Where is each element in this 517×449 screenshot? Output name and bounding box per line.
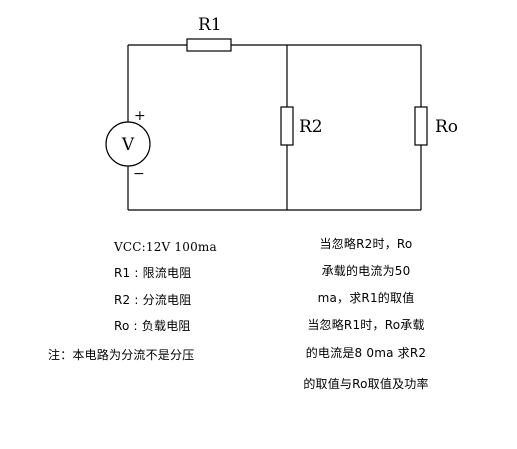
question-line: 当忽略R1时，Ro承载	[307, 318, 425, 332]
label-source: V	[121, 135, 135, 155]
spec-ro: Ro : 负载电阻	[114, 319, 191, 333]
note: 注：本电路为分流不是分压	[48, 348, 195, 362]
polarity-minus: −	[133, 166, 145, 182]
label-r1: R1	[198, 15, 222, 35]
resistor-r2	[280, 106, 294, 146]
resistor-ro	[414, 106, 428, 146]
question-line: 当忽略R2时，Ro	[319, 237, 413, 251]
label-r2: R2	[299, 117, 323, 137]
resistor-r1	[186, 38, 232, 52]
question-line: 承载的电流为50	[321, 264, 411, 278]
spec-r2: R2 : 分流电阻	[114, 293, 192, 307]
label-ro: Ro	[435, 117, 458, 137]
spec-vcc: VCC:12V 100ma	[114, 240, 217, 254]
question-line: 的取值与Ro取值及功率	[303, 377, 429, 391]
question-line: ma，求R1的取值	[317, 291, 415, 305]
voltage-source	[105, 121, 151, 167]
spec-r1: R1 : 限流电阻	[114, 266, 192, 280]
polarity-plus: +	[134, 108, 146, 124]
question-line: 的电流是8 0ma 求R2	[305, 346, 427, 360]
